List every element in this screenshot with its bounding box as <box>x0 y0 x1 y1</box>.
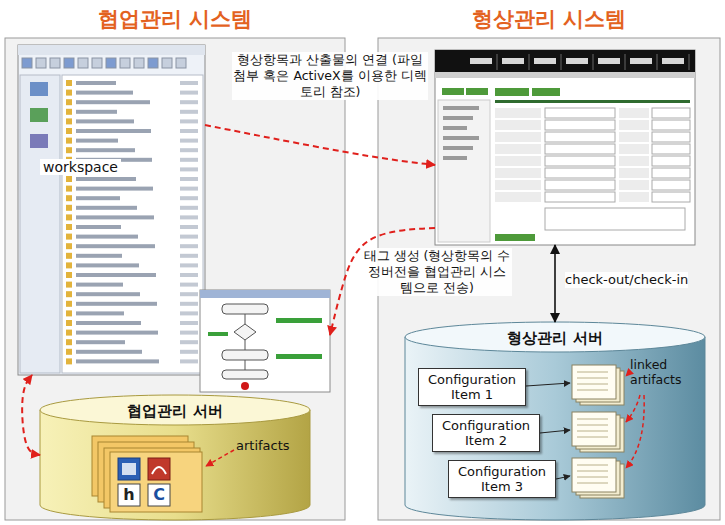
window-label: workspace <box>40 159 121 175</box>
callout-label: linked artifacts <box>630 357 702 387</box>
workspace-window: workspace <box>18 45 205 375</box>
connector-label: check-out/check-in <box>565 272 688 288</box>
connector-label: 형상항목과 산출물의 연결 (파일 첨부 혹은 ActiveX를 이용한 디렉토… <box>232 52 428 100</box>
server-cylinder: 형상관리 서버 Configuration Item 1 Configuration… <box>405 322 705 520</box>
web-form-screenshot <box>435 50 695 245</box>
item-label: Configuration Item 1 <box>424 372 520 402</box>
file-icon-letter: h <box>118 484 140 506</box>
item-label: Configuration Item 2 <box>438 418 534 448</box>
file-icon-letter: C <box>148 484 170 506</box>
configuration-item: Configuration Item 3 <box>448 460 556 498</box>
configuration-item: Configuration Item 2 <box>432 414 540 452</box>
item-label: Configuration Item 3 <box>454 464 550 494</box>
sync-arrow <box>554 245 556 322</box>
system-panel <box>5 38 345 520</box>
heading: 협업관리 시스템 <box>5 4 345 34</box>
callout-label: artifacts <box>236 438 290 453</box>
workspace-screenshot <box>18 45 205 375</box>
server-cylinder: 협업관리 서버 <box>40 395 310 520</box>
flowchart-screenshot <box>200 290 330 392</box>
leader-line <box>206 450 234 466</box>
flowchart-window <box>200 290 330 392</box>
link-arrow <box>22 375 40 455</box>
artifact-stack <box>92 436 202 512</box>
linked-artifact-pages <box>572 365 624 498</box>
server-cylinder <box>40 395 310 520</box>
heading: 형상관리 시스템 <box>378 4 720 34</box>
configuration-item: Configuration Item 1 <box>418 368 526 406</box>
heading: 협업관리 서버 <box>40 402 310 421</box>
server-cylinder <box>405 322 705 520</box>
web-form-window <box>435 50 695 245</box>
connector-label: 태그 생성 (형상항목의 수정버전을 협업관리 시스템으로 전송) <box>362 248 512 296</box>
heading: 형상관리 서버 <box>405 329 705 348</box>
link-arrow <box>205 125 435 165</box>
